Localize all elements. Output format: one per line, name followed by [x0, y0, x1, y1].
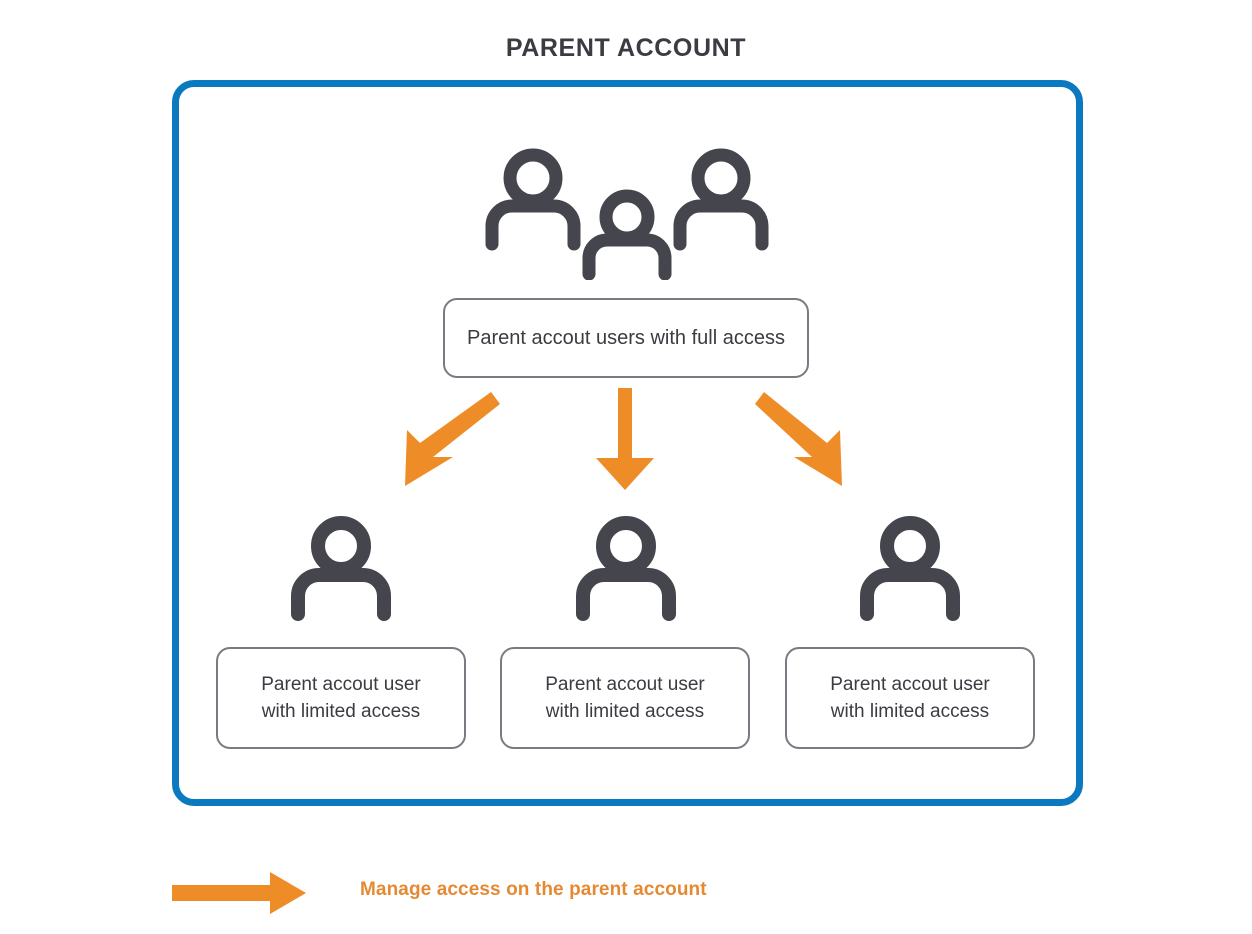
limited-access-line-1: Parent accout user: [545, 674, 705, 695]
person-icon: [289, 516, 393, 622]
person-icon: [574, 516, 678, 622]
right-arrow-icon: [172, 872, 308, 919]
full-access-label-box: Parent accout users with full access: [443, 298, 809, 378]
full-access-label-text: Parent accout users with full access: [467, 327, 785, 349]
page-title: PARENT ACCOUNT: [505, 34, 747, 62]
legend-label: Manage access on the parent account: [360, 879, 707, 900]
limited-access-line-1: Parent accout user: [830, 674, 990, 695]
limited-access-line-2: with limited access: [830, 701, 990, 722]
three-people-icon: [482, 148, 772, 281]
limited-access-box: Parent accout user with limited access: [785, 647, 1035, 749]
arrow-down-left: [383, 388, 503, 495]
limited-access-line-2: with limited access: [261, 701, 421, 722]
person-icon: [858, 516, 962, 622]
limited-access-box: Parent accout user with limited access: [500, 647, 750, 749]
limited-access-line-2: with limited access: [545, 701, 705, 722]
arrow-down: [592, 388, 658, 497]
limited-access-line-1: Parent accout user: [261, 674, 421, 695]
limited-access-box: Parent accout user with limited access: [216, 647, 466, 749]
arrow-down-right: [752, 388, 852, 495]
